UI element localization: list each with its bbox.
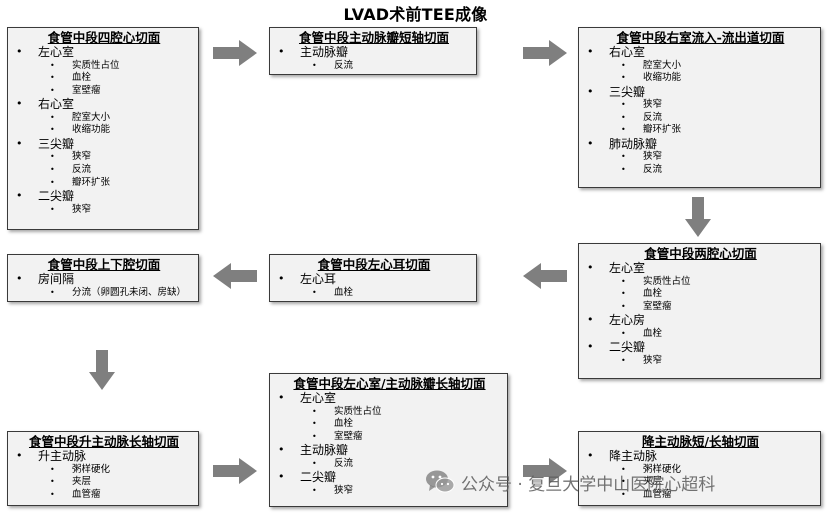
box-descending-aorta: 降主动脉短/长轴切面降主动脉粥样硬化夹层血管瘤 [578, 431, 821, 506]
structure-item: 三尖瓣 [14, 137, 194, 152]
structure-item: 二尖瓣 [14, 189, 194, 204]
finding-item: 血栓 [585, 288, 816, 301]
finding-item: 粥样硬化 [585, 464, 816, 477]
finding-item: 狭窄 [585, 355, 816, 368]
box-title: 食管中段左心耳切面 [317, 257, 431, 272]
finding-item: 血管瘤 [585, 489, 816, 502]
finding-item: 血栓 [276, 287, 472, 300]
box-title: 食管中段四腔心切面 [47, 30, 161, 45]
finding-item: 血栓 [276, 418, 503, 431]
box-me-bicaval: 食管中段上下腔切面房间隔分流（卵圆孔未闭、房缺） [7, 254, 199, 302]
arrow-right-icon [523, 40, 567, 66]
structure-item: 左心室 [585, 261, 816, 276]
box-title: 食管中段主动脉瓣短轴切面 [298, 30, 449, 45]
finding-item: 瓣环扩张 [14, 177, 194, 190]
finding-item: 狭窄 [14, 204, 194, 217]
finding-item: 血管瘤 [14, 489, 194, 502]
arrow-right-icon [213, 40, 257, 66]
structure-item: 升主动脉 [14, 449, 194, 464]
structure-item: 主动脉瓣 [276, 443, 503, 458]
finding-item: 瓣环扩张 [585, 124, 816, 137]
box-title: 食管中段两腔心切面 [644, 246, 757, 261]
finding-item: 反流 [276, 458, 503, 471]
finding-item: 狭窄 [585, 99, 816, 112]
structure-item: 降主动脉 [585, 449, 816, 464]
finding-item: 实质性占位 [276, 406, 503, 419]
box-me-two-chamber: 食管中段两腔心切面左心室实质性占位血栓室壁瘤左心房血栓二尖瓣狭窄 [578, 243, 821, 379]
structure-item: 肺动脉瓣 [585, 137, 816, 152]
diagram-title: LVAD术前TEE成像 [343, 5, 488, 24]
arrow-left-icon [523, 263, 567, 289]
structure-item: 左心室 [14, 45, 194, 60]
finding-item: 实质性占位 [585, 276, 816, 289]
finding-item: 腔室大小 [585, 60, 816, 73]
arrow-down-icon [89, 350, 115, 390]
watermark-text: 公众号 · 复旦大学中山医院心超科 [461, 474, 716, 495]
finding-item: 实质性占位 [14, 60, 194, 73]
structure-item: 三尖瓣 [585, 85, 816, 100]
structure-item: 二尖瓣 [276, 470, 503, 485]
arrow-down-icon [685, 197, 711, 237]
finding-item: 室壁瘤 [276, 431, 503, 444]
finding-item: 夹层 [14, 476, 194, 489]
finding-item: 腔室大小 [14, 112, 194, 125]
box-me-laa: 食管中段左心耳切面左心耳血栓 [269, 254, 477, 302]
arrow-right-icon [213, 458, 257, 484]
finding-item: 反流 [276, 60, 472, 73]
finding-item: 夹层 [585, 476, 816, 489]
finding-item: 狭窄 [585, 151, 816, 164]
structure-item: 左心室 [276, 391, 503, 406]
box-title: 食管中段上下腔切面 [47, 257, 161, 272]
finding-item: 反流 [585, 112, 816, 125]
structure-item: 右心室 [14, 97, 194, 112]
finding-item: 收缩功能 [14, 124, 194, 137]
finding-item: 分流（卵圆孔未闭、房缺） [14, 287, 194, 300]
finding-item: 收缩功能 [585, 72, 816, 85]
wechat-icon [426, 470, 455, 493]
finding-item: 狭窄 [276, 485, 503, 498]
finding-item: 血栓 [585, 328, 816, 341]
structure-item: 二尖瓣 [585, 340, 816, 355]
box-me-ascending-aorta-long-axis: 食管中段升主动脉长轴切面升主动脉粥样硬化夹层血管瘤 [7, 431, 199, 506]
box-me-lv-av-long-axis: 食管中段左心室/主动脉瓣长轴切面左心室实质性占位血栓室壁瘤主动脉瓣反流二尖瓣狭窄 [269, 373, 508, 507]
box-title: 食管中段左心室/主动脉瓣长轴切面 [293, 376, 486, 391]
arrow-right-icon [523, 458, 567, 484]
finding-item: 室壁瘤 [14, 85, 194, 98]
box-me-four-chamber: 食管中段四腔心切面左心室实质性占位血栓室壁瘤右心室腔室大小收缩功能三尖瓣狭窄反流… [7, 27, 199, 230]
box-title: 食管中段右室流入-流出道切面 [616, 30, 785, 45]
arrow-left-icon [213, 263, 257, 289]
box-me-av-short-axis: 食管中段主动脉瓣短轴切面主动脉瓣反流 [269, 27, 477, 75]
structure-item: 房间隔 [14, 272, 194, 287]
box-title: 降主动脉短/长轴切面 [641, 434, 760, 449]
finding-item: 反流 [14, 164, 194, 177]
structure-item: 左心房 [585, 313, 816, 328]
structure-item: 主动脉瓣 [276, 45, 472, 60]
finding-item: 粥样硬化 [14, 464, 194, 477]
box-title: 食管中段升主动脉长轴切面 [28, 434, 179, 449]
finding-item: 狭窄 [14, 151, 194, 164]
finding-item: 室壁瘤 [585, 301, 816, 314]
structure-item: 右心室 [585, 45, 816, 60]
box-me-rv-inflow-outflow: 食管中段右室流入-流出道切面右心室腔室大小收缩功能三尖瓣狭窄反流瓣环扩张肺动脉瓣… [578, 27, 821, 188]
structure-item: 左心耳 [276, 272, 472, 287]
finding-item: 血栓 [14, 72, 194, 85]
watermark: 公众号 · 复旦大学中山医院心超科 [425, 468, 715, 496]
finding-item: 反流 [585, 164, 816, 177]
